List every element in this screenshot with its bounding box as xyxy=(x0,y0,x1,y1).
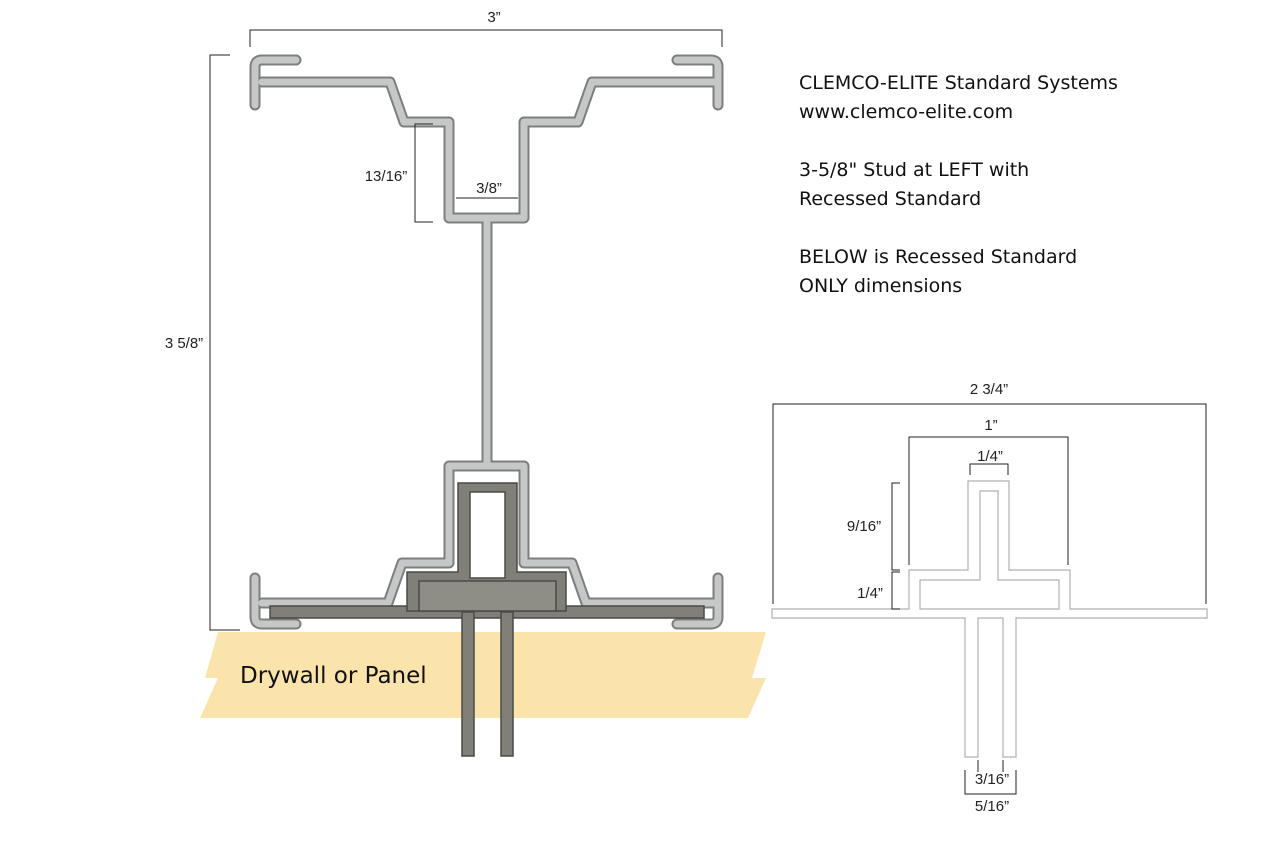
note-line-5: BELOW is Recessed Standard xyxy=(799,246,1078,268)
top-height-label: 9/16” xyxy=(847,518,881,535)
note-line-1: CLEMCO-ELITE Standard Systems xyxy=(799,72,1118,94)
dimension-top-width xyxy=(969,463,1009,475)
metal-stud xyxy=(249,54,724,630)
leg-width-label: 5/16” xyxy=(975,798,1009,815)
standard-profile xyxy=(771,480,1208,758)
dimension-flange-height xyxy=(891,571,900,610)
slot-width-label: 3/8” xyxy=(476,180,502,197)
gap-label: 3/16” xyxy=(975,771,1009,788)
width-label: 3” xyxy=(487,9,500,26)
drywall-panel: Drywall or Panel xyxy=(200,632,766,718)
dimension-body-width xyxy=(908,436,1069,565)
dimension-top-height xyxy=(891,482,900,571)
flange-height-label: 1/4” xyxy=(857,585,883,602)
note-line-6: ONLY dimensions xyxy=(799,275,963,297)
recess-depth-label: 13/16” xyxy=(365,168,408,185)
dimension-height xyxy=(209,54,240,631)
dimension-leg-width xyxy=(964,770,1017,795)
top-width-label: 1/4” xyxy=(977,448,1003,465)
dimension-overall-width xyxy=(772,403,1207,604)
note-line-2: www.clemco-elite.com xyxy=(799,101,1014,123)
recessed-standard xyxy=(269,482,705,757)
body-width-label: 1” xyxy=(984,417,997,434)
note-line-4: Recessed Standard xyxy=(799,188,982,210)
note-line-3: 3-5/8" Stud at LEFT with xyxy=(799,159,1030,181)
dimension-recess-depth xyxy=(414,123,433,223)
overall-width-label: 2 3/4” xyxy=(970,381,1008,398)
panel-label: Drywall or Panel xyxy=(240,663,427,689)
dimension-gap xyxy=(977,760,1004,772)
dimension-width xyxy=(249,29,723,47)
height-label: 3 5/8” xyxy=(165,335,203,352)
